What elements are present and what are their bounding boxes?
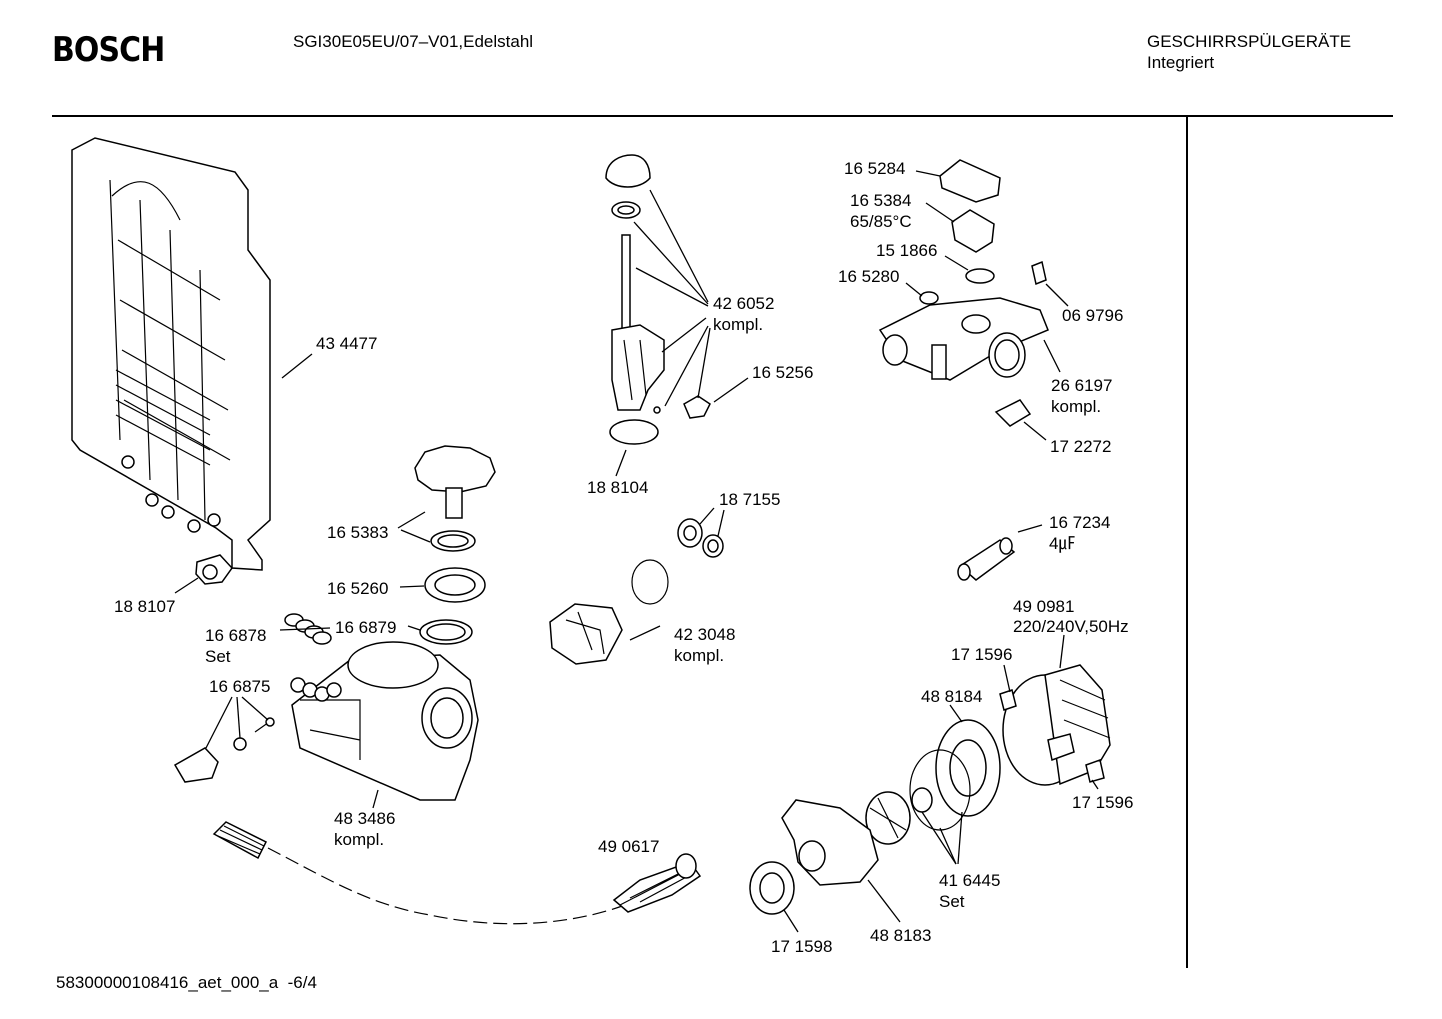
part-label-188107: 18 8107 <box>114 597 176 616</box>
part-label-165284: 16 5284 <box>844 159 906 178</box>
part-label-423048: 42 3048 <box>674 625 736 644</box>
part-label-490981: 49 0981 <box>1013 597 1075 616</box>
part-label-171596-top: 17 1596 <box>951 645 1013 664</box>
disc-set-drawing <box>280 614 331 644</box>
sump-housing-drawing <box>291 642 478 800</box>
part-label-167234: 16 7234 <box>1049 513 1111 532</box>
part-note-166878: Set <box>205 647 231 666</box>
heat-exchanger-drawing <box>72 138 270 570</box>
part-label-416445: 41 6445 <box>939 871 1001 890</box>
part-label-166875: 16 6875 <box>209 677 271 696</box>
pump-parts-drawing <box>750 720 1000 914</box>
category-title: GESCHIRRSPÜLGERÄTE <box>1147 32 1352 51</box>
document-id: 58300000108416_aet_000_a -6/4 <box>56 973 317 993</box>
model-title: SGI30E05EU/07–V01,Edelstahl <box>293 32 534 51</box>
part-note-426052: kompl. <box>713 315 764 334</box>
check-valve-drawing <box>678 519 723 557</box>
part-label-188104: 18 8104 <box>587 478 649 497</box>
part-label-069796: 06 9796 <box>1062 306 1124 325</box>
part-label-483486: 48 3486 <box>334 809 396 828</box>
circulation-motor-drawing <box>1000 665 1110 785</box>
brand-logo: BOSCH <box>52 30 165 70</box>
leader-lines <box>175 171 1098 932</box>
page-number: -6/4 <box>287 973 317 992</box>
part-note-490981: 220/240V,50Hz <box>1013 617 1129 636</box>
part-label-488183: 48 8183 <box>870 926 932 945</box>
part-label-165260: 16 5260 <box>327 579 389 598</box>
part-note-416445: Set <box>939 892 965 911</box>
part-label-266197: 26 6197 <box>1051 376 1113 395</box>
hose-drawing <box>214 822 700 924</box>
part-label-187155: 18 7155 <box>719 490 781 509</box>
part-note-165384: 65/85°C <box>850 212 912 231</box>
fitting-188107-drawing <box>196 555 232 584</box>
document-id-text: 58300000108416_aet_000_a <box>56 973 279 992</box>
subcategory-title: Integriert <box>1147 53 1215 72</box>
part-label-165256: 16 5256 <box>752 363 814 382</box>
part-label-426052: 42 6052 <box>713 294 775 313</box>
part-note-167234: 4㎌ <box>1049 534 1076 553</box>
part-label-171596-bottom: 17 1596 <box>1072 793 1134 812</box>
part-label-171598: 17 1598 <box>771 937 833 956</box>
part-label-172272: 17 2272 <box>1050 437 1112 456</box>
spray-nut-drawing <box>415 446 495 644</box>
part-label-490617: 49 0617 <box>598 837 660 856</box>
water-switch-drawing <box>880 298 1048 426</box>
part-label-434477: 43 4477 <box>316 334 378 353</box>
part-note-483486: kompl. <box>334 830 385 849</box>
drain-pump-drawing <box>550 560 668 664</box>
part-label-165280: 16 5280 <box>838 267 900 286</box>
valve-166875-drawing <box>175 718 274 782</box>
part-note-266197: kompl. <box>1051 397 1102 416</box>
part-label-488184: 48 8184 <box>921 687 983 706</box>
level-assembly-drawing <box>606 155 710 444</box>
capacitor-drawing <box>958 538 1014 580</box>
part-label-166878: 16 6878 <box>205 626 267 645</box>
part-label-166879: 16 6879 <box>335 618 397 637</box>
control-top-parts-drawing <box>920 160 1046 304</box>
part-label-151866: 15 1866 <box>876 241 938 260</box>
part-note-423048: kompl. <box>674 646 725 665</box>
part-label-165384: 16 5384 <box>850 191 912 210</box>
part-label-165383: 16 5383 <box>327 523 389 542</box>
